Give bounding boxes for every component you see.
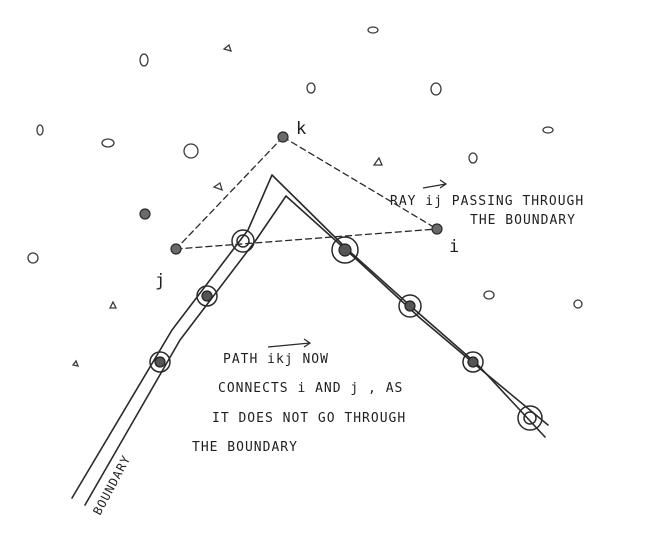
vector-arrow-icon: [267, 338, 312, 348]
vector-arrow-icon: [422, 179, 448, 189]
ray-annotation-line-1: RAY ij PASSING THROUGH: [390, 194, 584, 209]
dashed-line-k-j: [175, 136, 284, 250]
label-k: k: [296, 119, 307, 139]
scatter-point: [542, 126, 554, 134]
path-annotation: PATH ikj NOW CONNECTS i AND j , AS IT DO…: [192, 338, 406, 455]
boundary-node: [331, 236, 359, 264]
scatter-point: [430, 82, 442, 96]
scattered-points: [27, 26, 583, 367]
label-i: i: [449, 237, 460, 257]
boundary-node: [231, 229, 255, 253]
boundary-node: [462, 351, 484, 373]
ray-ij: [175, 228, 438, 250]
scatter-point: [71, 359, 80, 367]
boundary-node: [149, 351, 171, 373]
scatter-point: [101, 138, 115, 148]
scatter-point: [139, 208, 151, 220]
path-annotation-line-3: IT DOES NOT GO THROUGH: [212, 411, 406, 426]
ray-annotation: RAY ij PASSING THROUGH THE BOUNDARY: [390, 179, 584, 228]
dashed-line-k-i: [282, 136, 438, 230]
scatter-point: [222, 43, 233, 52]
ray-annotation-line-2: THE BOUNDARY: [470, 213, 576, 228]
node-j: [170, 243, 182, 255]
path-annotation-line-2: CONNECTS i AND j , AS: [218, 381, 403, 396]
scatter-point: [183, 143, 199, 159]
boundary-node: [196, 285, 218, 307]
path-annotation-line-1: PATH ikj NOW: [223, 352, 329, 367]
node-k: [277, 131, 289, 143]
node-i: [431, 223, 443, 235]
scatter-point: [212, 181, 223, 192]
scatter-point: [367, 26, 379, 34]
boundary-node: [517, 405, 543, 431]
scatter-point: [573, 299, 583, 309]
scatter-point: [468, 152, 478, 164]
scatter-point: [108, 300, 118, 309]
scatter-point: [27, 252, 39, 264]
label-j: j: [155, 271, 166, 291]
scatter-point: [306, 82, 316, 94]
scatter-point: [36, 124, 44, 136]
boundary-nodes: [149, 229, 543, 431]
boundary-node: [398, 294, 422, 318]
scatter-point: [483, 290, 495, 300]
scatter-point: [372, 156, 383, 166]
scatter-point: [139, 53, 149, 67]
connection-lines: [175, 136, 438, 250]
path-annotation-line-4: THE BOUNDARY: [192, 440, 298, 455]
